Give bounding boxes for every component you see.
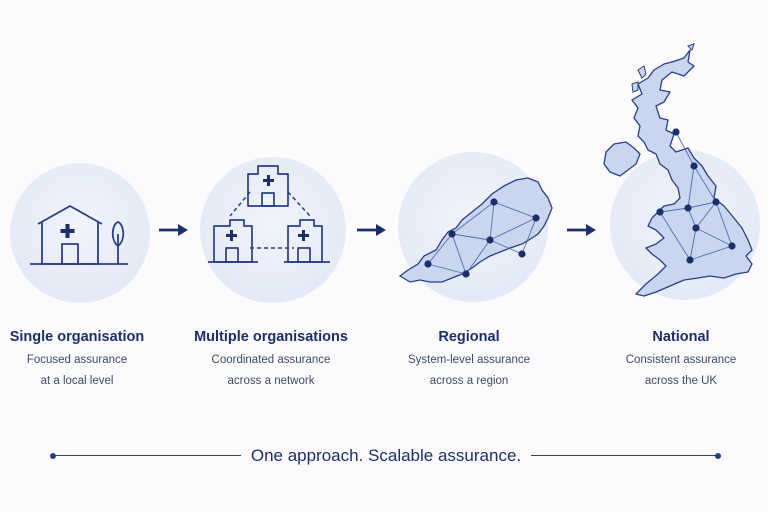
stage-1-circle xyxy=(10,163,150,303)
tagline-left-rule xyxy=(53,455,253,457)
stage-3-title: Regional xyxy=(438,329,500,345)
stage-3-line1: System-level assurance xyxy=(407,354,531,366)
uk-map xyxy=(603,43,753,297)
stage-2-line1: Coordinated assurance xyxy=(211,354,331,366)
stage-1-title: Single organisation xyxy=(9,329,145,345)
arrow-right-icon xyxy=(357,224,386,236)
tagline-row: One approach. Scalable assurance. xyxy=(48,444,724,468)
arrow-right-icon xyxy=(159,224,188,236)
stage-1-line1: Focused assurance xyxy=(26,354,128,366)
stage-1-line2: at a local level xyxy=(40,375,114,387)
regional-map xyxy=(398,177,553,283)
stage-2-line2: across a network xyxy=(227,375,315,387)
stage-3-line2: across a region xyxy=(429,375,509,387)
stage-4-line2: across the UK xyxy=(644,375,718,387)
stage-2-title: Multiple organisations xyxy=(194,329,348,345)
tagline: One approach. Scalable assurance. xyxy=(240,446,532,465)
stage-4-line1: Consistent assurance xyxy=(625,354,737,366)
network-of-hospitals-icon xyxy=(208,165,330,263)
tagline-right-dot xyxy=(715,452,721,459)
arrow-right-icon xyxy=(567,224,596,236)
tagline-right-rule xyxy=(528,455,718,457)
stage-4-title: National xyxy=(652,329,710,345)
hospital-icon xyxy=(30,205,128,265)
